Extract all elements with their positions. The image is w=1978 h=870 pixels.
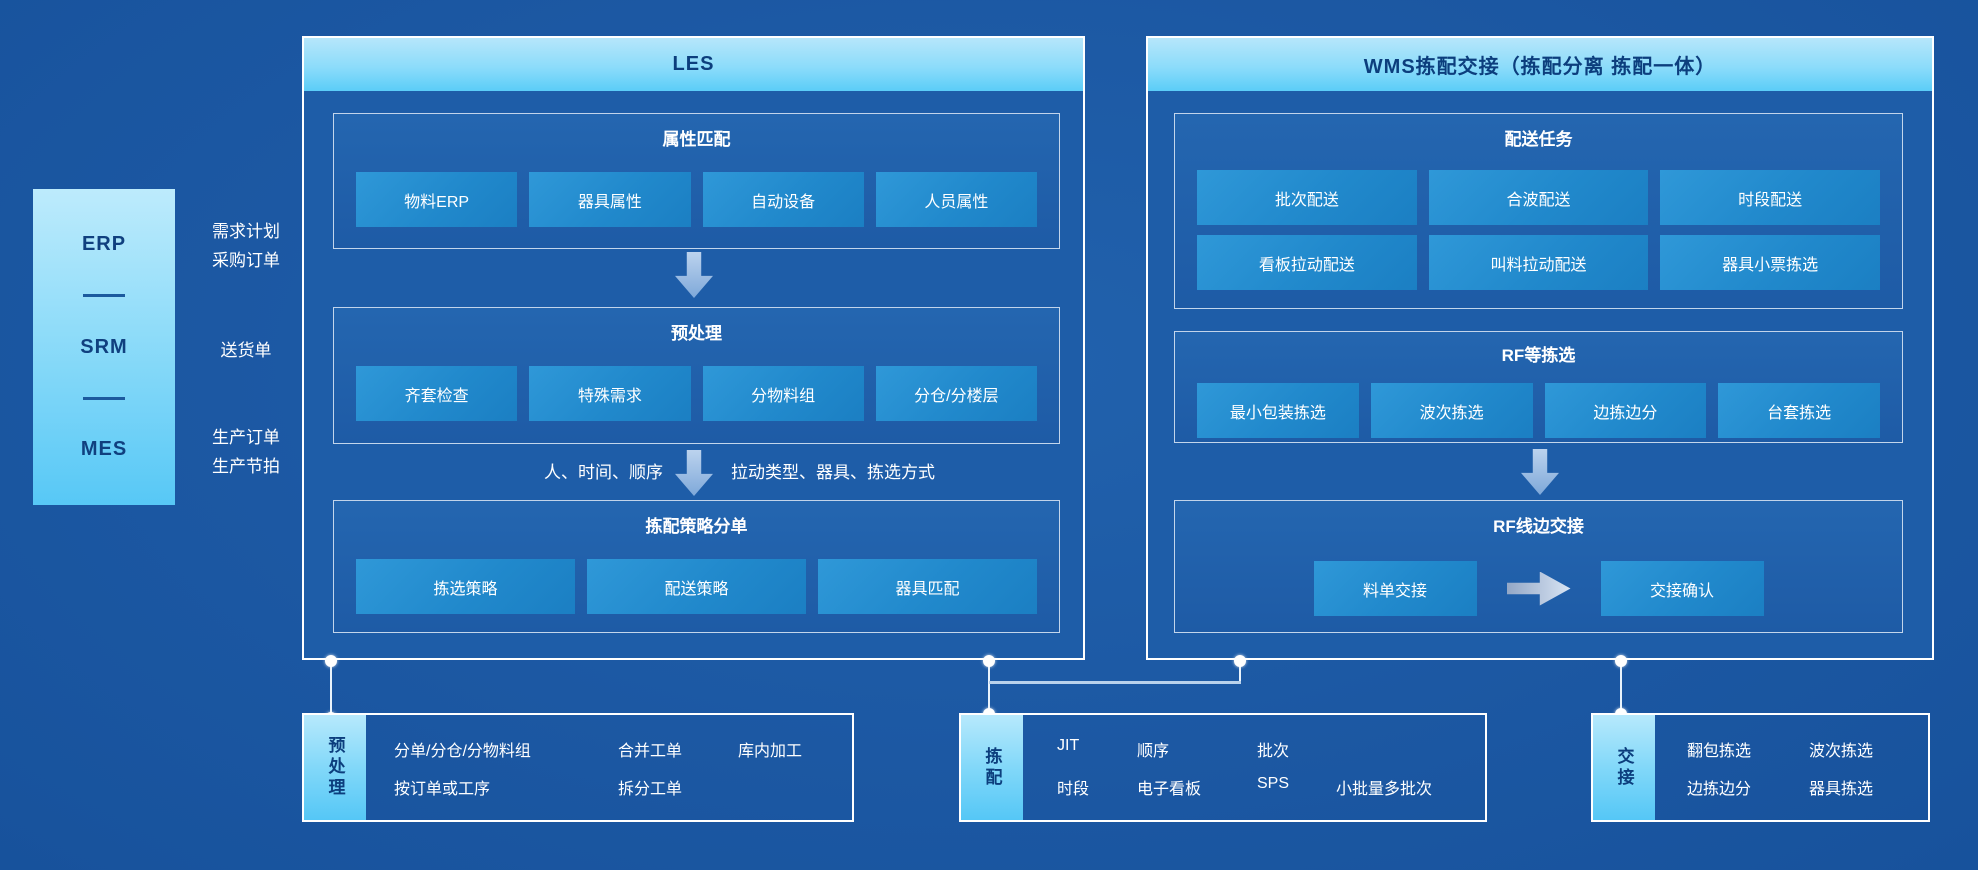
connector-line [1239,661,1241,683]
node-container-attribute: 器具属性 [529,172,691,227]
footer-item: 时段 [1057,780,1090,798]
source-outputs-column: 需求计划 采购订单 送货单 生产订单 生产节拍 [194,189,298,505]
source-systems-box: ERP SRM MES [33,189,175,505]
erp-output-1: 需求计划 [212,222,280,241]
footer-item: 拆分工单 [618,780,683,798]
system-divider [83,294,125,298]
erp-output-2: 采购订单 [212,251,280,270]
connector-dot [1615,655,1627,667]
section-title: RF线边交接 [1493,517,1584,536]
les-section-attribute-matching: 属性匹配 物料ERP 器具属性 自动设备 人员属性 [333,113,1060,249]
footer-tab-handover: 交接 [1593,715,1655,820]
footer-box-picking: 拣配 JIT 顺序 批次 时段 电子看板 SPS 小批量多批次 [959,713,1487,822]
footer-item: SPS [1257,774,1290,792]
connector-line [330,661,332,719]
node-batch-delivery: 批次配送 [1197,170,1417,225]
connector-dot [1234,655,1246,667]
node-set-picking: 台套拣选 [1718,383,1880,438]
section-title: RF等拣选 [1501,346,1576,365]
footer-item: 器具拣选 [1809,780,1874,798]
arrow-right-icon [1506,571,1571,606]
node-container-ticket-picking: 器具小票拣选 [1660,235,1881,290]
footer-tab-picking: 拣配 [961,715,1023,820]
footer-item: 合并工单 [618,742,683,760]
section-title: 属性匹配 [662,130,731,149]
node-timeslot-delivery: 时段配送 [1660,170,1881,225]
node-call-pull-delivery: 叫料拉动配送 [1428,235,1649,290]
footer-item: 库内加工 [738,742,803,760]
connector-dot [325,655,337,667]
node-picking-strategy: 拣选策略 [356,559,575,614]
les-section-preprocessing: 预处理 齐套检查 特殊需求 分物料组 分仓/分楼层 [333,307,1060,444]
node-min-package-picking: 最小包装拣选 [1197,383,1359,438]
wms-panel-header: WMS拣配交接（拣配分离 拣配一体） [1148,38,1932,91]
section-title: 配送任务 [1504,130,1573,149]
section-title: 拣配策略分单 [645,517,748,536]
srm-output-1: 送货单 [220,341,272,360]
wms-title: WMS拣配交接（拣配分离 拣配一体） [1363,56,1717,78]
wms-section-delivery-tasks: 配送任务 批次配送 合波配送 时段配送 看板拉动配送 叫料拉动配送 器具小票拣选 [1174,113,1903,309]
les-panel: LES 属性匹配 物料ERP 器具属性 自动设备 人员属性 预处理 齐套检查 特… [302,36,1085,660]
node-container-matching: 器具匹配 [818,559,1037,614]
footer-item: 顺序 [1137,742,1170,760]
node-wave-merge-delivery: 合波配送 [1428,170,1649,225]
footer-box-preprocessing: 预处理 分单/分仓/分物料组 合并工单 库内加工 按订单或工序 拆分工单 [302,713,854,822]
connector-dot [983,655,995,667]
wms-section-rf-picking: RF等拣选 最小包装拣选 波次拣选 边拣边分 台套拣选 [1174,331,1903,443]
system-erp-label: ERP [81,233,127,255]
footer-item: 批次 [1257,742,1290,760]
system-mes-label: MES [80,438,128,460]
node-wave-picking: 波次拣选 [1370,383,1533,438]
node-material-erp: 物料ERP [356,172,518,227]
footer-item: 波次拣选 [1809,742,1874,760]
erp-outputs: 需求计划 采购订单 [194,217,298,275]
node-warehouse-floor-split: 分仓/分楼层 [875,366,1037,421]
footer-item: 小批量多批次 [1336,780,1433,798]
mes-output-1: 生产订单 [212,428,280,447]
connector-line [1620,661,1622,714]
node-kanban-pull-delivery: 看板拉动配送 [1197,235,1417,290]
les-section-picking-strategy: 拣配策略分单 拣选策略 配送策略 器具匹配 [333,500,1060,633]
mes-outputs: 生产订单 生产节拍 [194,423,298,481]
les-panel-header: LES [304,38,1083,91]
footer-tab-preprocessing: 预处理 [304,715,366,820]
node-personnel-attribute: 人员属性 [875,172,1037,227]
connector-line [988,661,990,717]
footer-item: 按订单或工序 [394,780,491,798]
mes-output-2: 生产节拍 [212,457,280,476]
flow-annotation-right: 拉动类型、器具、拣选方式 [731,463,935,482]
connector-link-line [989,681,1241,684]
footer-box-handover: 交接 翻包拣选 波次拣选 边拣边分 器具拣选 [1591,713,1930,822]
srm-outputs: 送货单 [194,336,298,365]
node-delivery-strategy: 配送策略 [587,559,806,614]
footer-item: JIT [1057,736,1080,754]
system-srm-label: SRM [80,335,128,358]
wms-panel: WMS拣配交接（拣配分离 拣配一体） 配送任务 批次配送 合波配送 时段配送 看… [1146,36,1934,660]
node-material-list-handover: 料单交接 [1313,561,1477,616]
les-title: LES [672,53,715,75]
node-pick-and-sort: 边拣边分 [1544,383,1707,438]
node-special-demand: 特殊需求 [529,366,691,421]
node-kitting-check: 齐套检查 [356,366,518,421]
node-handover-confirm: 交接确认 [1600,561,1764,616]
flow-annotation-left: 人、时间、顺序 [544,463,663,482]
system-divider [83,396,125,400]
section-title: 预处理 [671,324,722,343]
node-auto-equipment: 自动设备 [702,172,864,227]
wms-section-rf-lineside-handover: RF线边交接 料单交接 交接确认 [1174,500,1903,633]
footer-item: 电子看板 [1137,780,1202,798]
node-material-group-split: 分物料组 [702,366,864,421]
footer-item: 分单/分仓/分物料组 [394,742,531,760]
footer-item: 翻包拣选 [1687,742,1752,760]
footer-item: 边拣边分 [1687,780,1752,798]
